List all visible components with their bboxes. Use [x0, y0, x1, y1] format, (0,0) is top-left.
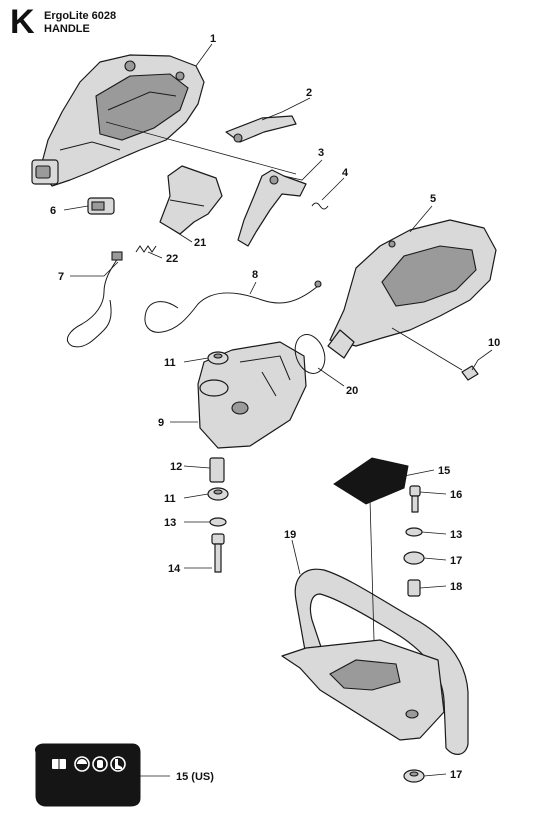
callout-15: 15: [438, 465, 450, 477]
part-13-washer-right: [405, 527, 423, 537]
callout-11-bottom: 11: [164, 493, 176, 505]
gloves-icon: [92, 756, 108, 772]
part-11-damper-bottom: [207, 487, 229, 501]
part-3-trigger: [237, 169, 307, 247]
us-safety-decal: [35, 743, 141, 807]
callout-5: 5: [430, 193, 436, 205]
callout-3: 3: [318, 147, 324, 159]
callout-20: 20: [346, 385, 358, 397]
callout-15-us: 15 (US): [176, 771, 214, 783]
callout-7: 7: [58, 271, 64, 283]
boots-icon: [110, 756, 126, 772]
callout-18: 18: [450, 581, 462, 593]
callout-16: 16: [450, 489, 462, 501]
callout-21: 21: [194, 237, 206, 249]
section-letter: K: [10, 3, 35, 41]
part-21-cover: [159, 165, 223, 235]
part-4-spring: [311, 202, 329, 210]
part-20-o-ring: [294, 334, 326, 374]
callout-17-top: 17: [450, 555, 462, 567]
callout-1: 1: [210, 33, 216, 45]
callout-10: 10: [488, 337, 500, 349]
part-10-screw: [461, 365, 479, 381]
part-6-switch: [87, 197, 115, 215]
callout-14: 14: [168, 563, 181, 575]
part-17-damper-bottom: [403, 769, 425, 783]
model-name: ErgoLite 6028: [44, 10, 117, 22]
callout-13-right: 13: [450, 529, 462, 541]
leader-lines: [63, 43, 493, 777]
part-15-decal: [333, 457, 409, 505]
callout-13-left: 13: [164, 517, 176, 529]
part-16-screw: [409, 485, 421, 513]
part-22-spring: [135, 245, 157, 253]
part-2-lever: [225, 115, 297, 143]
callout-17-bottom: 17: [450, 769, 462, 781]
part-14-bolt: [211, 533, 225, 573]
part-18-spacer: [407, 579, 421, 597]
part-5-rear-handle: [327, 219, 497, 359]
callout-4: 4: [342, 167, 349, 179]
part-19-front-handle: [281, 568, 469, 755]
part-7-wiring: [67, 251, 123, 348]
part-9-mount-block: [197, 341, 307, 449]
callout-8: 8: [252, 269, 258, 281]
helmet-icon: [74, 756, 90, 772]
part-11-damper-top: [207, 351, 229, 365]
callout-12: 12: [170, 461, 182, 473]
callout-22: 22: [166, 253, 178, 265]
part-8-cable: [144, 280, 322, 333]
callout-19: 19: [284, 529, 296, 541]
part-13-washer-left: [209, 517, 227, 527]
part-17-damper-top: [403, 551, 425, 565]
callout-9: 9: [158, 417, 164, 429]
page-title: HANDLE: [44, 23, 90, 35]
part-12-spacer: [209, 457, 225, 483]
part-1-handle-housing: [31, 54, 205, 187]
callout-11-top: 11: [164, 357, 176, 369]
callout-2: 2: [306, 87, 312, 99]
callout-6: 6: [50, 205, 56, 217]
manual-icon: [52, 759, 66, 769]
